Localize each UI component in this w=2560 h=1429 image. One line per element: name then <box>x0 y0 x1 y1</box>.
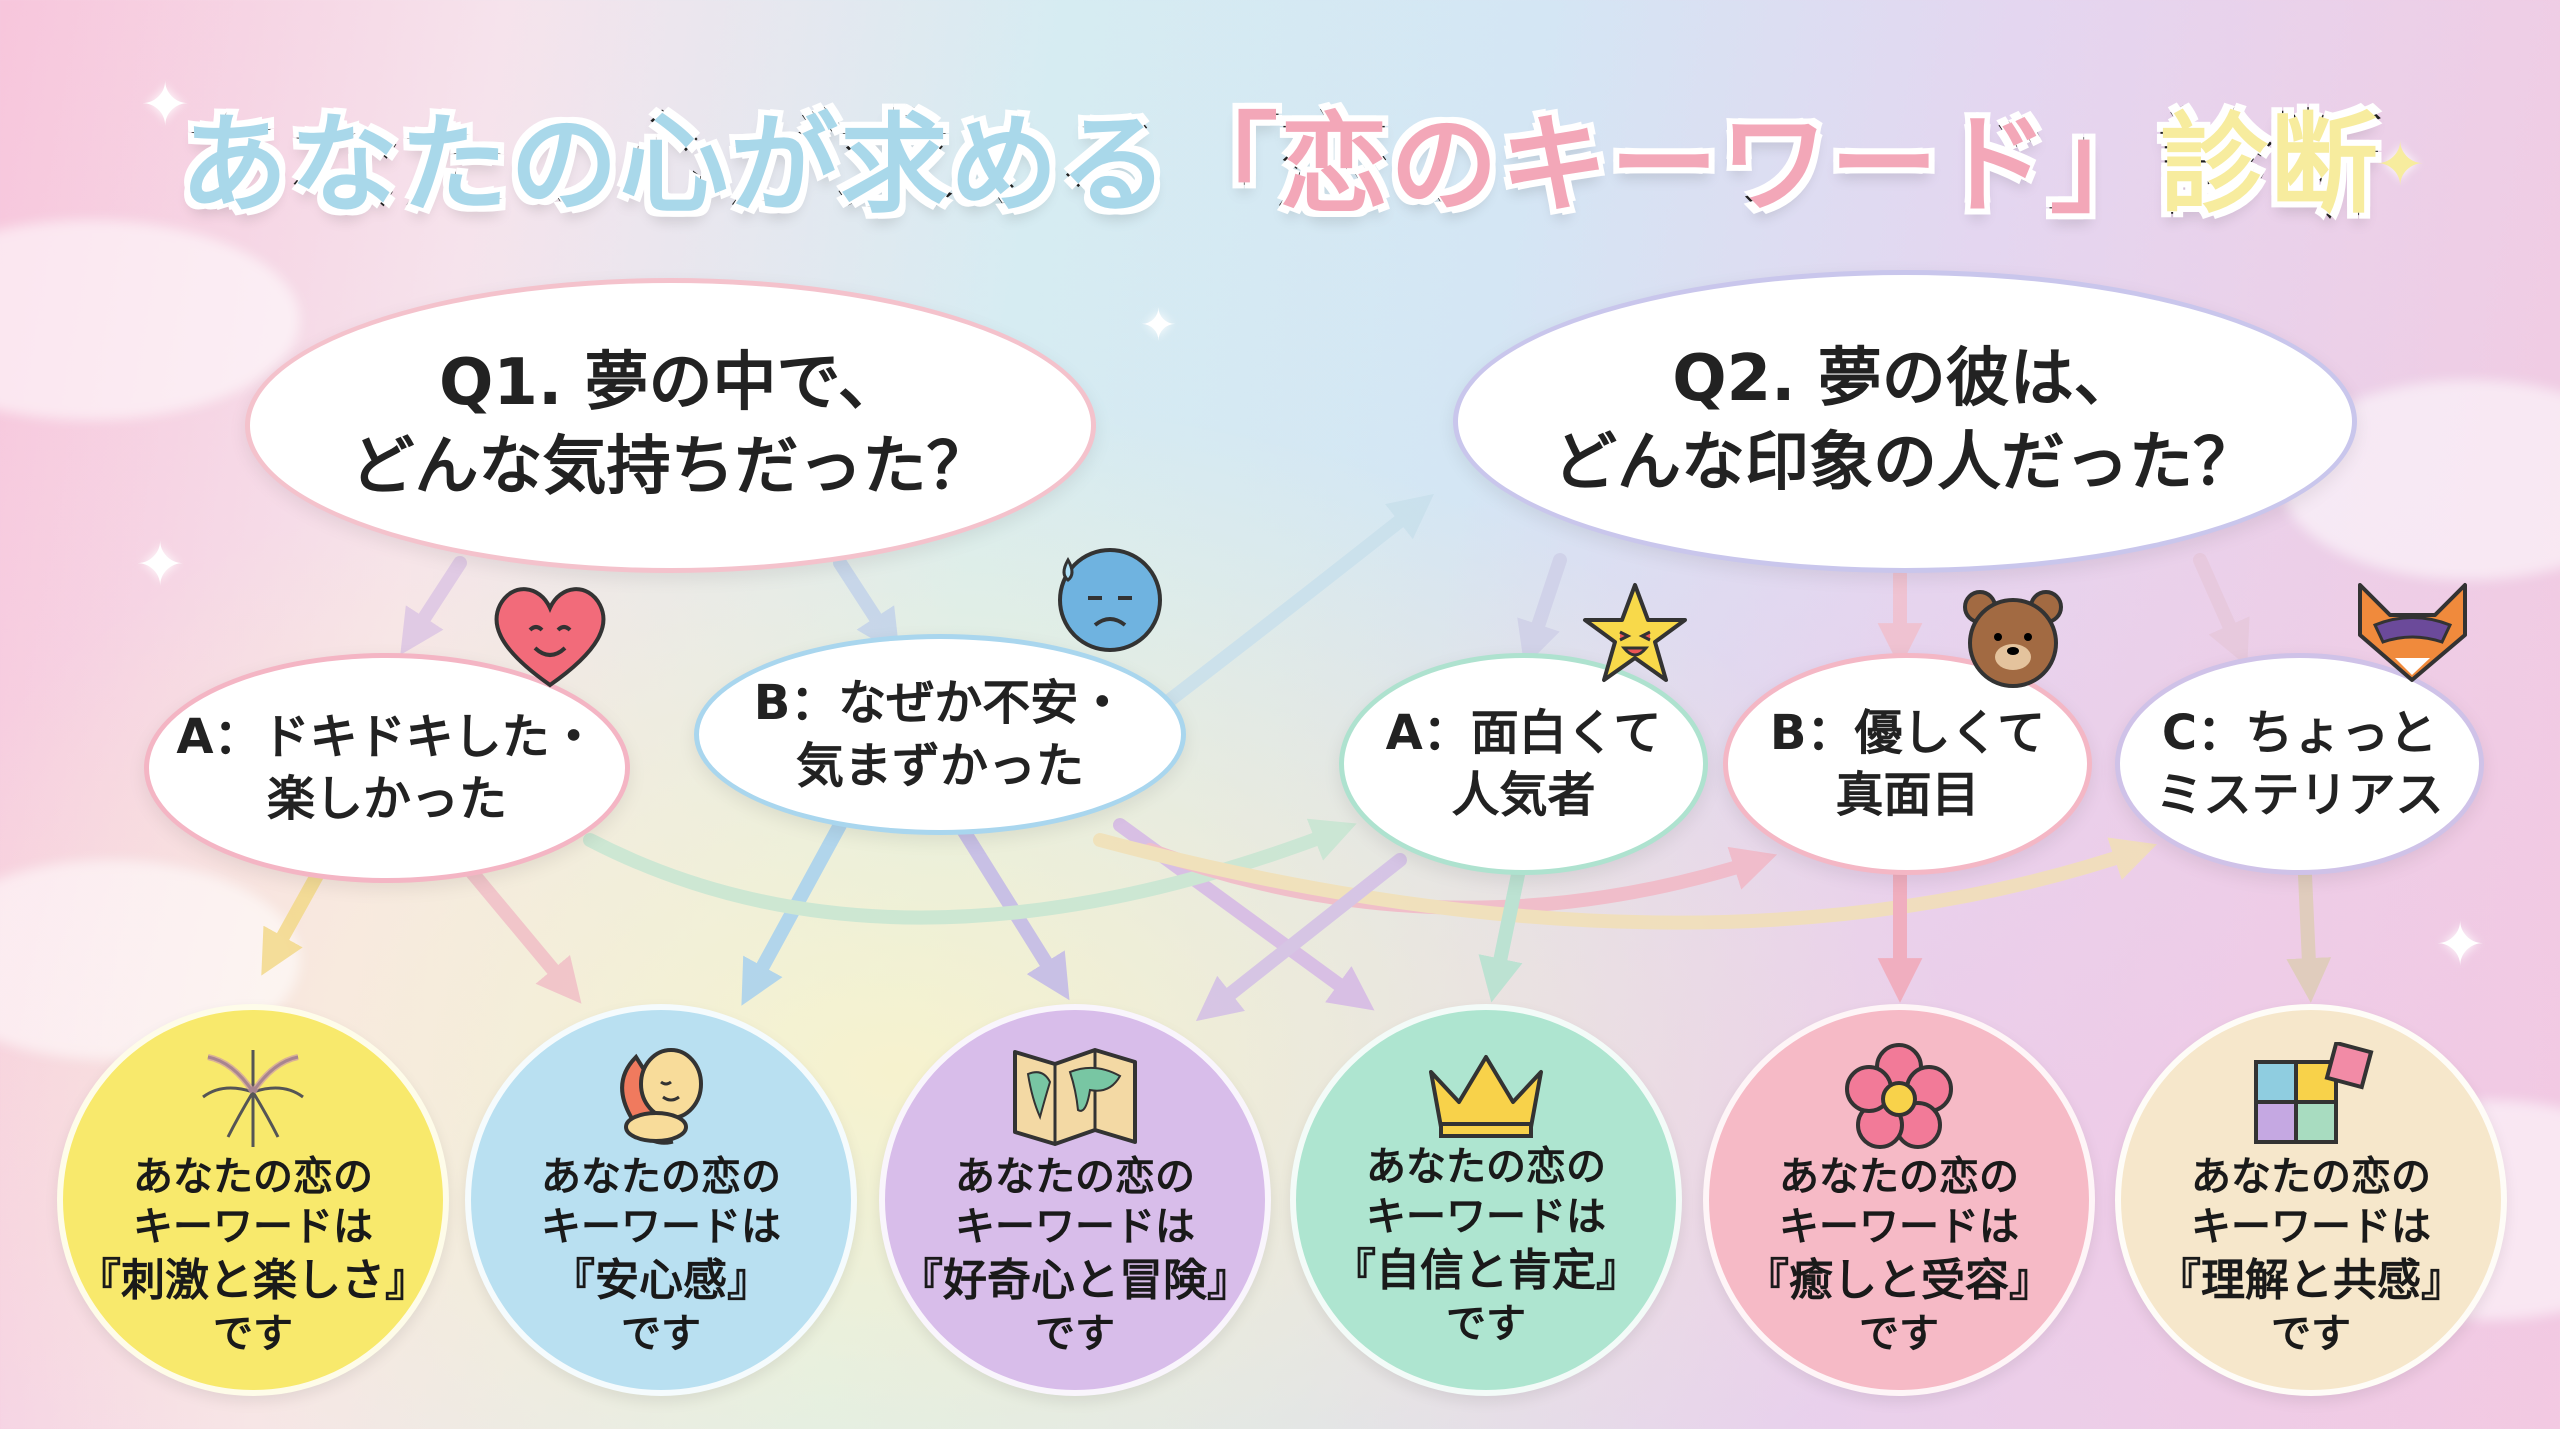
worried-drop-face-icon <box>1058 548 1162 652</box>
bear-icon <box>1963 590 2063 688</box>
question-2-line1: Q2. 夢の彼は、 <box>1672 342 2138 417</box>
result-end: です <box>213 1311 293 1358</box>
result-end: です <box>1859 1311 1939 1358</box>
title-part1: あなたの心が求める <box>177 101 1170 231</box>
sparkle-icon: ✦ <box>2375 130 2426 200</box>
arrow <box>463 863 582 1004</box>
answer-line1: A：ドキドキした・ <box>176 708 598 765</box>
result-line2: キーワードは <box>955 1204 1195 1250</box>
heart-face-icon <box>494 587 606 688</box>
arrow <box>953 818 1070 1001</box>
result-keyword: 『安心感』 <box>551 1255 771 1306</box>
arrow <box>1517 553 1567 668</box>
q2-answer-a[interactable]: A：面白くて人気者 <box>1339 653 1708 875</box>
result-end: です <box>1035 1311 1115 1358</box>
result-line1: あなたの恋の <box>1366 1144 1606 1190</box>
result-line1: あなたの恋の <box>133 1154 373 1200</box>
answer-line2: ミステリアス <box>2155 767 2444 823</box>
puzzle-icon <box>2254 1042 2374 1144</box>
arrow <box>2286 868 2332 1003</box>
q1-answer-a[interactable]: A：ドキドキした・楽しかった <box>144 653 630 883</box>
result-circle: あなたの恋のキーワードは『自信と肯定』です <box>1290 1004 1682 1396</box>
q2-answer-c[interactable]: C：ちょっとミステリアス <box>2115 653 2484 875</box>
answer-line1: B：優しくて <box>1769 704 2046 761</box>
hug-icon <box>620 1048 703 1145</box>
question-2-bubble: Q2. 夢の彼は、どんな印象の人だった？ <box>1453 270 2357 573</box>
result-line2: キーワードは <box>1366 1194 1606 1240</box>
masked-fox-icon <box>2358 583 2467 682</box>
result-line1: あなたの恋の <box>1779 1154 2019 1200</box>
result-keyword: 『刺激と楽しさ』 <box>77 1255 429 1306</box>
result-end: です <box>1446 1301 1526 1348</box>
flower-icon <box>1845 1043 1953 1149</box>
arrow <box>833 556 900 656</box>
answer-line2: 気まずかった <box>795 737 1084 794</box>
result-keyword: 『自信と肯定』 <box>1332 1245 1640 1296</box>
title-part2: 「恋のキーワード」 <box>1167 101 2160 231</box>
result-line2: キーワードは <box>133 1204 373 1250</box>
result-keyword: 『癒しと受容』 <box>1745 1255 2053 1306</box>
title-part3: 診断 <box>2157 101 2381 231</box>
fireworks-icon <box>202 1050 304 1147</box>
question-2-line2: どんな印象の人だった？ <box>1553 425 2257 500</box>
arrow <box>1163 493 1435 707</box>
result-line2: キーワードは <box>2191 1204 2431 1250</box>
crown-icon <box>1429 1055 1543 1138</box>
result-circle: あなたの恋のキーワードは『理解と共感』です <box>2115 1004 2507 1396</box>
question-1-line1: Q1. 夢の中で、 <box>439 346 902 421</box>
answer-line2: 人気者 <box>1451 767 1596 823</box>
map-icon <box>1013 1048 1137 1146</box>
arrow <box>1093 833 2157 930</box>
arrow <box>400 556 467 656</box>
result-circle: あなたの恋のキーワードは『刺激と楽しさ』です <box>57 1004 449 1396</box>
result-line1: あなたの恋の <box>955 1154 1195 1200</box>
arrow <box>2193 553 2250 667</box>
q1-answer-b[interactable]: B：なぜか不安・気まずかった <box>694 634 1186 835</box>
q2-answer-b[interactable]: B：優しくて真面目 <box>1723 653 2092 875</box>
laughing-star-icon <box>1583 583 1687 682</box>
result-circle: あなたの恋のキーワードは『癒しと受容』です <box>1703 1004 2095 1396</box>
result-keyword: 『理解と共感』 <box>2157 1255 2465 1306</box>
sparkle-icon: ✦ <box>2435 910 2486 980</box>
arrow <box>1195 853 1407 1022</box>
result-line2: キーワードは <box>1779 1204 2019 1250</box>
result-line1: あなたの恋の <box>541 1154 781 1200</box>
result-end: です <box>621 1311 701 1358</box>
answer-line1: C：ちょっと <box>2161 704 2438 761</box>
result-circle: あなたの恋のキーワードは『安心感』です <box>465 1004 857 1396</box>
answer-line2: 真面目 <box>1835 767 1980 823</box>
result-end: です <box>2271 1311 2351 1358</box>
page-title: あなたの心が求める「恋のキーワード」診断 <box>0 78 2560 234</box>
answer-line2: 楽しかった <box>266 771 507 827</box>
answer-line1: B：なぜか不安・ <box>753 675 1127 732</box>
arrow <box>261 863 327 976</box>
sparkle-icon: ✦ <box>140 70 191 140</box>
result-circle: あなたの恋のキーワードは『好奇心と冒険』です <box>879 1004 1271 1396</box>
sparkle-icon: ✦ <box>135 530 186 600</box>
result-line2: キーワードは <box>541 1204 781 1250</box>
answer-line1: A：面白くて <box>1385 704 1662 761</box>
arrow <box>1478 858 1527 1003</box>
question-1-line2: どんな気持ちだった？ <box>350 429 991 504</box>
sparkle-icon: ✦ <box>1140 300 1177 351</box>
result-line1: あなたの恋の <box>2191 1154 2431 1200</box>
result-keyword: 『好奇心と冒険』 <box>899 1255 1251 1306</box>
question-1-bubble: Q1. 夢の中で、どんな気持ちだった？ <box>245 278 1096 573</box>
